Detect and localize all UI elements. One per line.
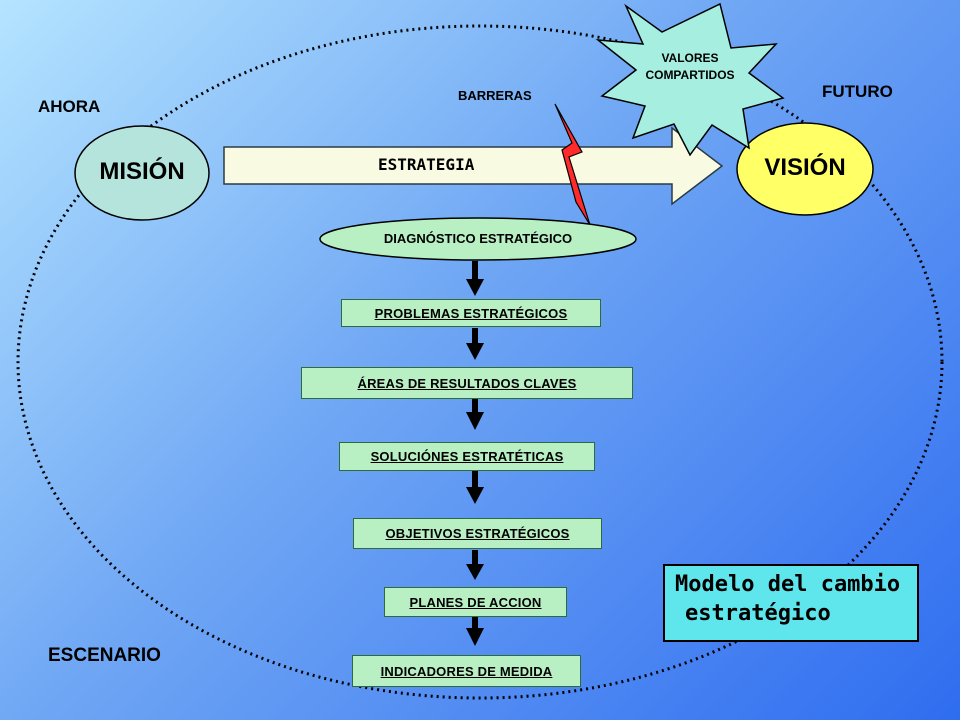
down-arrow-icon	[466, 399, 484, 430]
step-label: OBJETIVOS ESTRATÉGICOS	[385, 526, 570, 541]
step-indicadores: INDICADORES DE MEDIDA	[352, 655, 581, 687]
step-problemas: PROBLEMAS ESTRATÉGICOS	[341, 299, 601, 327]
caption-box: Modelo del cambio estratégico	[663, 564, 919, 642]
scenario-ellipse	[16, 24, 944, 700]
step-label: ÁREAS DE RESULTADOS CLAVES	[357, 375, 577, 391]
step-planes: PLANES DE ACCION	[384, 587, 567, 617]
barreras-label: BARRERAS	[458, 88, 532, 103]
step-objetivos: OBJETIVOS ESTRATÉGICOS	[353, 518, 602, 549]
valores-line2: COMPARTIDOS	[645, 68, 735, 82]
valores-line1: VALORES	[661, 51, 719, 65]
step-label: INDICADORES DE MEDIDA	[380, 663, 553, 679]
valores-label: VALORES COMPARTIDOS	[620, 50, 760, 84]
step-label: PLANES DE ACCION	[409, 594, 542, 610]
vision-label: VISIÓN	[764, 154, 846, 181]
diagnostico-ellipse	[319, 217, 637, 261]
down-arrow-icon	[466, 471, 484, 504]
caption-line1: Modelo del cambio	[675, 572, 901, 597]
down-arrows	[466, 261, 484, 646]
mision-ellipse	[74, 125, 210, 221]
diagnostico-label: DIAGNÓSTICO ESTRATÉGICO	[383, 231, 573, 246]
down-arrow-icon	[466, 328, 484, 360]
down-arrow-icon	[466, 550, 484, 580]
estrategia-label: ESTRATEGIA	[378, 155, 475, 174]
barrier-lightning-icon	[554, 103, 591, 226]
ahora-label: AHORA	[38, 97, 101, 116]
valores-star	[595, 2, 785, 157]
step-label: SOLUCIÓNES ESTRATÉTICAS	[370, 449, 564, 464]
estrategia-arrow	[223, 126, 724, 206]
down-arrow-icon	[466, 617, 484, 646]
step-label: PROBLEMAS ESTRATÉGICOS	[374, 305, 568, 321]
vision-ellipse	[736, 122, 874, 216]
caption-line2: estratégico	[685, 601, 831, 626]
escenario-label: ESCENARIO	[48, 645, 161, 666]
mision-label: MISIÓN	[99, 158, 185, 185]
down-arrow-icon	[466, 261, 484, 296]
step-soluciones: SOLUCIÓNES ESTRATÉTICAS	[339, 442, 595, 471]
step-areas: ÁREAS DE RESULTADOS CLAVES	[301, 367, 633, 399]
futuro-label: FUTURO	[822, 82, 893, 101]
